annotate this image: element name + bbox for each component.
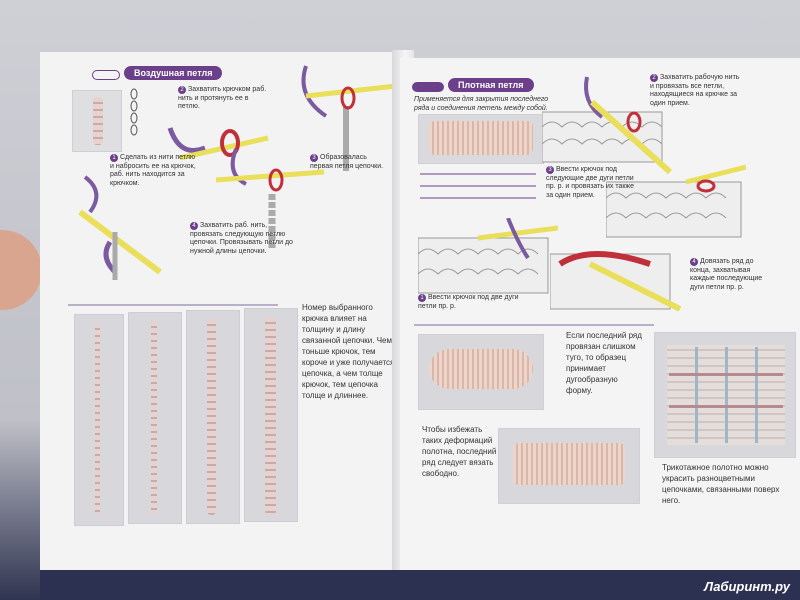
swatch-sample xyxy=(429,349,533,389)
title-ornament xyxy=(92,70,120,80)
chain-sample xyxy=(95,323,100,515)
section-divider xyxy=(414,324,654,326)
hook-size-note: Номер выбранного крючка влияет на толщин… xyxy=(302,303,395,400)
step1-illustration xyxy=(78,175,162,280)
swatch-photo-flat xyxy=(498,428,640,504)
swatch-photo-curved xyxy=(418,334,544,410)
left-section-title: Воздушная петля xyxy=(124,66,223,80)
step2-illustration xyxy=(542,76,672,175)
step3-illustration xyxy=(606,164,746,238)
chain-diagram xyxy=(130,88,138,136)
chain-sample xyxy=(265,317,276,515)
decor-chain xyxy=(725,347,728,443)
step1-illustration xyxy=(418,218,558,294)
chain-photo-thick xyxy=(186,310,240,524)
free-row-note: Чтобы избежать таких деформаций полотна,… xyxy=(422,425,497,478)
chain-sample xyxy=(151,321,157,515)
chain-sample xyxy=(93,97,103,145)
tight-row-note: Если последний ряд провязан слишком туго… xyxy=(566,331,642,395)
decor-chain xyxy=(669,405,783,408)
step4-illustration xyxy=(216,148,325,248)
step3-illustration-top xyxy=(301,65,397,171)
swatch-photo-top xyxy=(418,114,544,164)
right-page: Плотная петля Применяется для закрытия п… xyxy=(400,58,800,570)
chain-photo-thin xyxy=(74,314,124,526)
title-ornament xyxy=(412,82,444,92)
chain-photo-thickest xyxy=(244,308,298,522)
step2-illustration xyxy=(167,127,269,161)
decor-chain xyxy=(695,347,698,443)
chain-photo-small xyxy=(72,90,122,152)
stitch-diagram xyxy=(420,173,536,199)
knit-decor-note: Трикотажное полотно можно украсить разно… xyxy=(662,463,780,505)
watermark: Лабиринт.ру xyxy=(704,579,790,594)
chain-sample xyxy=(207,319,216,515)
intro-text: Применяется для закрытия последнего ряда… xyxy=(414,96,549,112)
section-divider xyxy=(68,304,278,306)
right-section-title: Плотная петля xyxy=(448,78,534,92)
swatch-sample xyxy=(429,121,533,155)
swatch-sample xyxy=(513,443,625,485)
decor-chain xyxy=(669,373,783,376)
decorated-swatch-photo xyxy=(654,332,796,458)
decor-chain xyxy=(755,347,758,443)
chain-photo-medium xyxy=(128,312,182,524)
step4-illustration xyxy=(550,251,682,312)
